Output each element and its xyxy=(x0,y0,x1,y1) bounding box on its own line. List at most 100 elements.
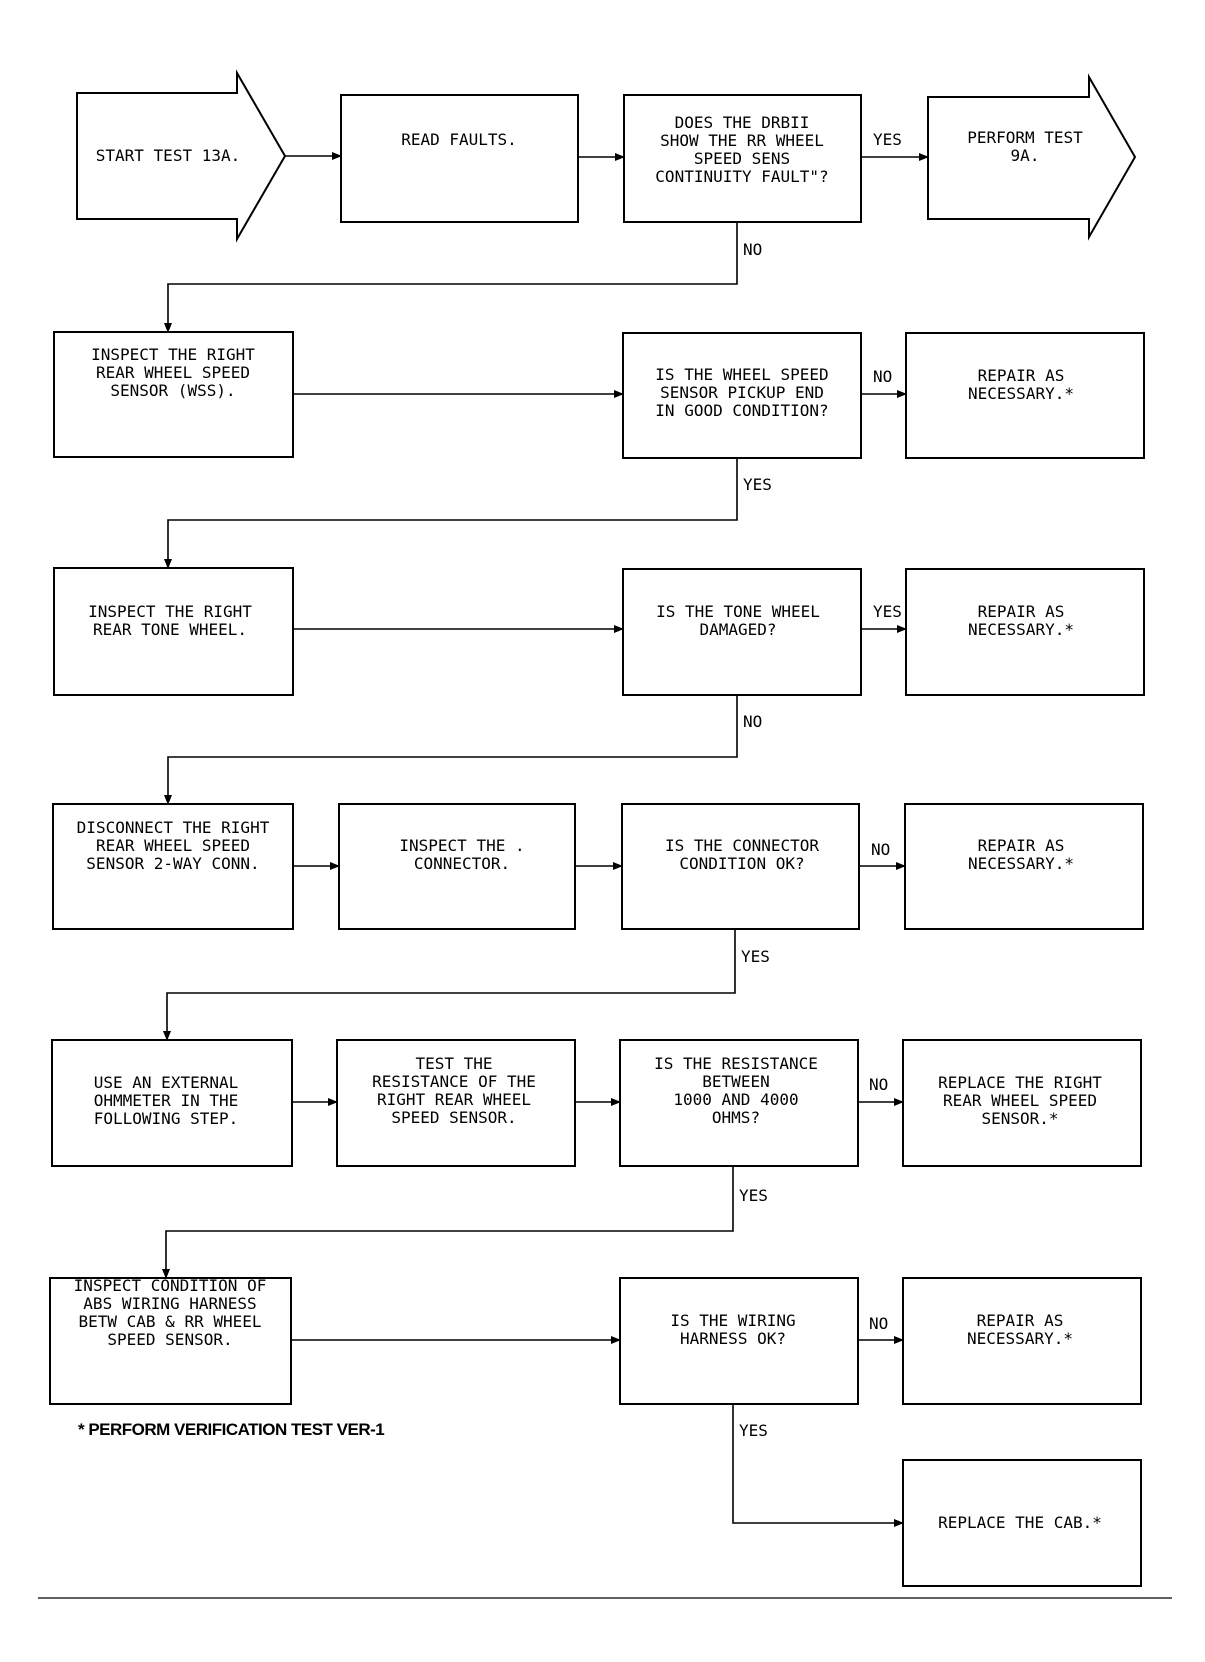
label-tone-yes: YES xyxy=(873,602,902,621)
node-text-line: CONTINUITY FAULT"? xyxy=(655,167,828,186)
node-text-line: INSPECT CONDITION OF xyxy=(74,1276,267,1295)
node-text-line: IS THE WHEEL SPEED xyxy=(655,365,828,384)
label-continuity-yes: YES xyxy=(873,130,902,149)
edge-pickup-yes xyxy=(164,458,738,569)
node-text-line: NECESSARY.* xyxy=(968,384,1074,403)
node-start: START TEST 13A. xyxy=(76,69,287,243)
node-text-line: IS THE CONNECTOR xyxy=(665,836,819,855)
node-text-line: SENSOR.* xyxy=(981,1109,1058,1128)
label-resistance-yes: YES xyxy=(739,1186,768,1205)
node-text-line: IS THE RESISTANCE xyxy=(654,1054,818,1073)
node-text-line: PERFORM TEST xyxy=(967,128,1083,147)
node-text-line: FOLLOWING STEP. xyxy=(94,1109,239,1128)
node-text-line: USE AN EXTERNAL xyxy=(94,1073,239,1092)
label-pickup-yes: YES xyxy=(743,475,772,494)
label-harness-no: NO xyxy=(869,1314,888,1333)
node-text-line: BETW CAB & RR WHEEL xyxy=(78,1312,261,1331)
node-text-line: SENSOR PICKUP END xyxy=(660,383,824,402)
node-text-line: REPLACE THE RIGHT xyxy=(938,1073,1102,1092)
node-text-line: DISCONNECT THE RIGHT xyxy=(77,818,270,837)
node-text-line: INSPECT THE RIGHT xyxy=(91,345,255,364)
node-text-line: 9A. xyxy=(1011,146,1040,165)
node-text-line: REPLACE THE CAB.* xyxy=(938,1513,1102,1532)
node-text-line: SPEED SENSOR. xyxy=(391,1108,516,1127)
node-text-line: REAR TONE WHEEL. xyxy=(93,620,247,639)
node-text-line: OHMS? xyxy=(712,1108,760,1127)
node-text-line: IN GOOD CONDITION? xyxy=(655,401,828,420)
label-harness-yes: YES xyxy=(739,1421,768,1440)
label-pickup-no: NO xyxy=(873,367,892,386)
node-text-line: REPAIR AS xyxy=(978,836,1065,855)
node-text-line: CONDITION OK? xyxy=(679,854,804,873)
node-replace-cab: REPLACE THE CAB.* xyxy=(902,1459,1142,1587)
node-text-line: SHOW THE RR WHEEL xyxy=(660,131,824,150)
node-text-line: REAR WHEEL SPEED xyxy=(96,836,250,855)
node-text-line: READ FAULTS. xyxy=(401,130,517,149)
node-text-line: INSPECT THE RIGHT xyxy=(88,602,252,621)
node-text-line: DOES THE DRBII xyxy=(675,113,810,132)
label-tone-no: NO xyxy=(743,712,762,731)
node-text-line: START TEST 13A. xyxy=(96,146,241,165)
label-resistance-no: NO xyxy=(869,1075,888,1094)
node-text-line: SPEED SENS xyxy=(694,149,790,168)
node-text-line: HARNESS OK? xyxy=(680,1329,786,1348)
label-continuity-no: NO xyxy=(743,240,762,259)
node-text-line: NECESSARY.* xyxy=(968,620,1074,639)
node-text-line: IS THE WIRING xyxy=(670,1311,795,1330)
node-text-line: DAMAGED? xyxy=(699,620,776,639)
node-text-line: IS THE TONE WHEEL xyxy=(656,602,820,621)
node-replace-cab-text: REPLACE THE CAB.* xyxy=(938,1513,1102,1532)
node-read-faults-text: READ FAULTS. xyxy=(401,130,517,149)
edge-tone-no xyxy=(164,695,738,805)
node-text-line: REPAIR AS xyxy=(977,1311,1064,1330)
edge-continuity-no xyxy=(164,222,738,333)
node-text-line: OHMMETER IN THE xyxy=(94,1091,239,1110)
footnote: * PERFORM VERIFICATION TEST VER-1 xyxy=(78,1420,384,1439)
edge-connector-yes xyxy=(163,929,736,1041)
node-text-line: REPAIR AS xyxy=(978,602,1065,621)
node-text-line: NECESSARY.* xyxy=(967,1329,1073,1348)
node-inspect-connector-text: INSPECT THE .CONNECTOR. xyxy=(399,836,524,873)
label-connector-yes: YES xyxy=(741,947,770,966)
node-text-line: SPEED SENSOR. xyxy=(107,1330,232,1349)
node-text-line: REPAIR AS xyxy=(978,366,1065,385)
node-text-line: RIGHT REAR WHEEL xyxy=(377,1090,531,1109)
edge-harness-yes xyxy=(732,1404,904,1527)
node-inspect-connector: INSPECT THE .CONNECTOR. xyxy=(338,803,576,930)
node-text-line: TEST THE xyxy=(415,1054,492,1073)
node-text-line: SENSOR (WSS). xyxy=(110,381,235,400)
node-text-line: CONNECTOR. xyxy=(414,854,510,873)
